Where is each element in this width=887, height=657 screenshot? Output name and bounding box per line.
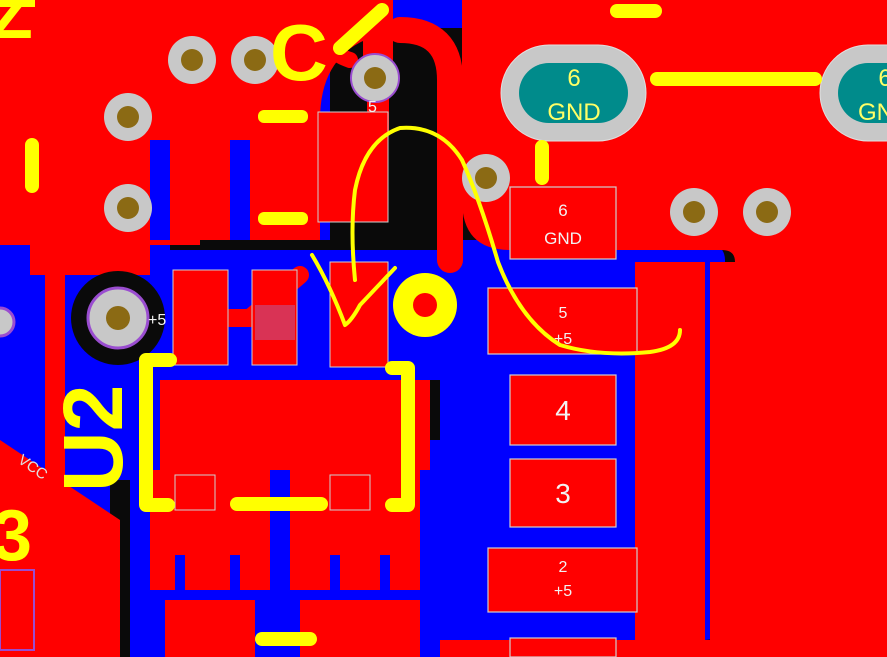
silk-digit-z: Z bbox=[0, 0, 33, 53]
silk-c-fragment: C bbox=[270, 8, 328, 97]
oval-pad-6-number: 6 bbox=[567, 65, 580, 92]
via bbox=[350, 53, 400, 103]
silkscreen-layer bbox=[0, 0, 822, 646]
via bbox=[104, 184, 152, 232]
bottom-copper-channels bbox=[0, 140, 635, 640]
pad-2-number: 2 bbox=[559, 559, 568, 576]
pad-2-net: +5 bbox=[554, 583, 572, 600]
via-plus5 bbox=[71, 271, 165, 365]
left-edge bbox=[0, 60, 35, 651]
pad-6-net: GND bbox=[544, 229, 582, 248]
via bbox=[743, 188, 791, 236]
silk-designator-u2: U2 bbox=[46, 385, 140, 492]
connector-pads bbox=[487, 186, 638, 657]
via bbox=[231, 36, 279, 84]
oval-pads: 6 GND 6 GN bbox=[500, 44, 887, 142]
freehand-annotation[interactable] bbox=[310, 125, 682, 356]
silk-digit-3: 3 bbox=[0, 496, 32, 576]
via bbox=[104, 93, 152, 141]
pad-3-number: 3 bbox=[555, 478, 571, 509]
pad-4-number: 4 bbox=[555, 395, 571, 426]
label-plus5: +5 bbox=[148, 312, 166, 329]
via bbox=[670, 188, 718, 236]
label-top-via-number: 5 bbox=[368, 99, 377, 116]
via bbox=[168, 36, 216, 84]
oval-pad-6b-net: GN bbox=[858, 99, 887, 126]
pad-labels: 6 GND 5 +5 4 3 2 +5 bbox=[544, 201, 582, 600]
silkscreen-text: C U2 3 Z bbox=[0, 0, 328, 576]
pad-6-number: 6 bbox=[558, 201, 567, 220]
oval-pad-6b-number: 6 bbox=[878, 65, 887, 92]
oval-pad-6-net: GND bbox=[547, 99, 600, 126]
pad-5-number: 5 bbox=[559, 305, 568, 322]
vias bbox=[0, 36, 791, 365]
